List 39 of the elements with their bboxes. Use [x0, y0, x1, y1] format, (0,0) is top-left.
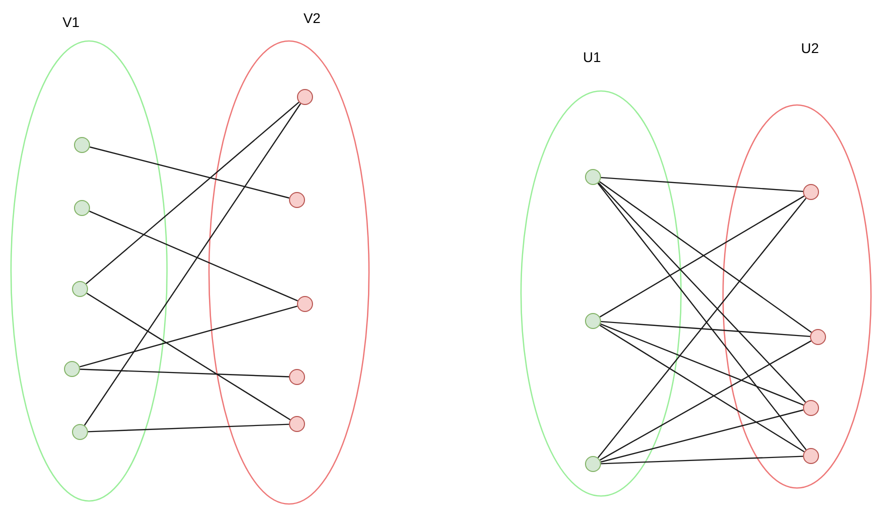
edge-line: [600, 409, 804, 463]
vertex-circle: [810, 329, 826, 345]
edge-line: [598, 182, 806, 403]
vertex-circle: [74, 200, 90, 216]
set-label: U2: [801, 40, 819, 56]
vertex-circle: [803, 448, 819, 464]
edge-line: [599, 324, 805, 452]
set-label: U1: [583, 49, 601, 65]
vertex-circle: [803, 184, 819, 200]
edge-line: [600, 176, 804, 192]
vertex-circle: [289, 416, 305, 432]
vertex-circle: [289, 369, 305, 385]
edge-line: [80, 368, 290, 378]
vertex-circle: [72, 281, 88, 297]
edge-line: [80, 306, 298, 368]
set-label: V1: [62, 14, 80, 30]
vertex-circle: [72, 424, 88, 440]
vertex-circle: [585, 313, 601, 329]
edge-line: [600, 320, 810, 338]
edge-line: [89, 210, 298, 302]
edge-line: [600, 340, 812, 461]
edge-line: [600, 323, 804, 406]
vertex-circle: [585, 169, 601, 185]
vertex-circle: [297, 89, 313, 105]
vertex-circle: [297, 296, 313, 312]
edge-line: [90, 146, 290, 199]
vertex-circle: [585, 456, 601, 472]
edge-line: [600, 196, 804, 318]
edge-line: [86, 102, 300, 284]
vertex-circle: [64, 361, 80, 377]
edge-line: [88, 424, 290, 432]
vertex-circle: [74, 137, 90, 153]
edge-line: [84, 103, 302, 426]
edge-line: [599, 181, 812, 333]
set-label: V2: [303, 10, 321, 26]
edge-line: [600, 456, 804, 464]
edge-line: [86, 292, 291, 420]
vertex-circle: [289, 192, 305, 208]
vertex-circle: [803, 400, 819, 416]
